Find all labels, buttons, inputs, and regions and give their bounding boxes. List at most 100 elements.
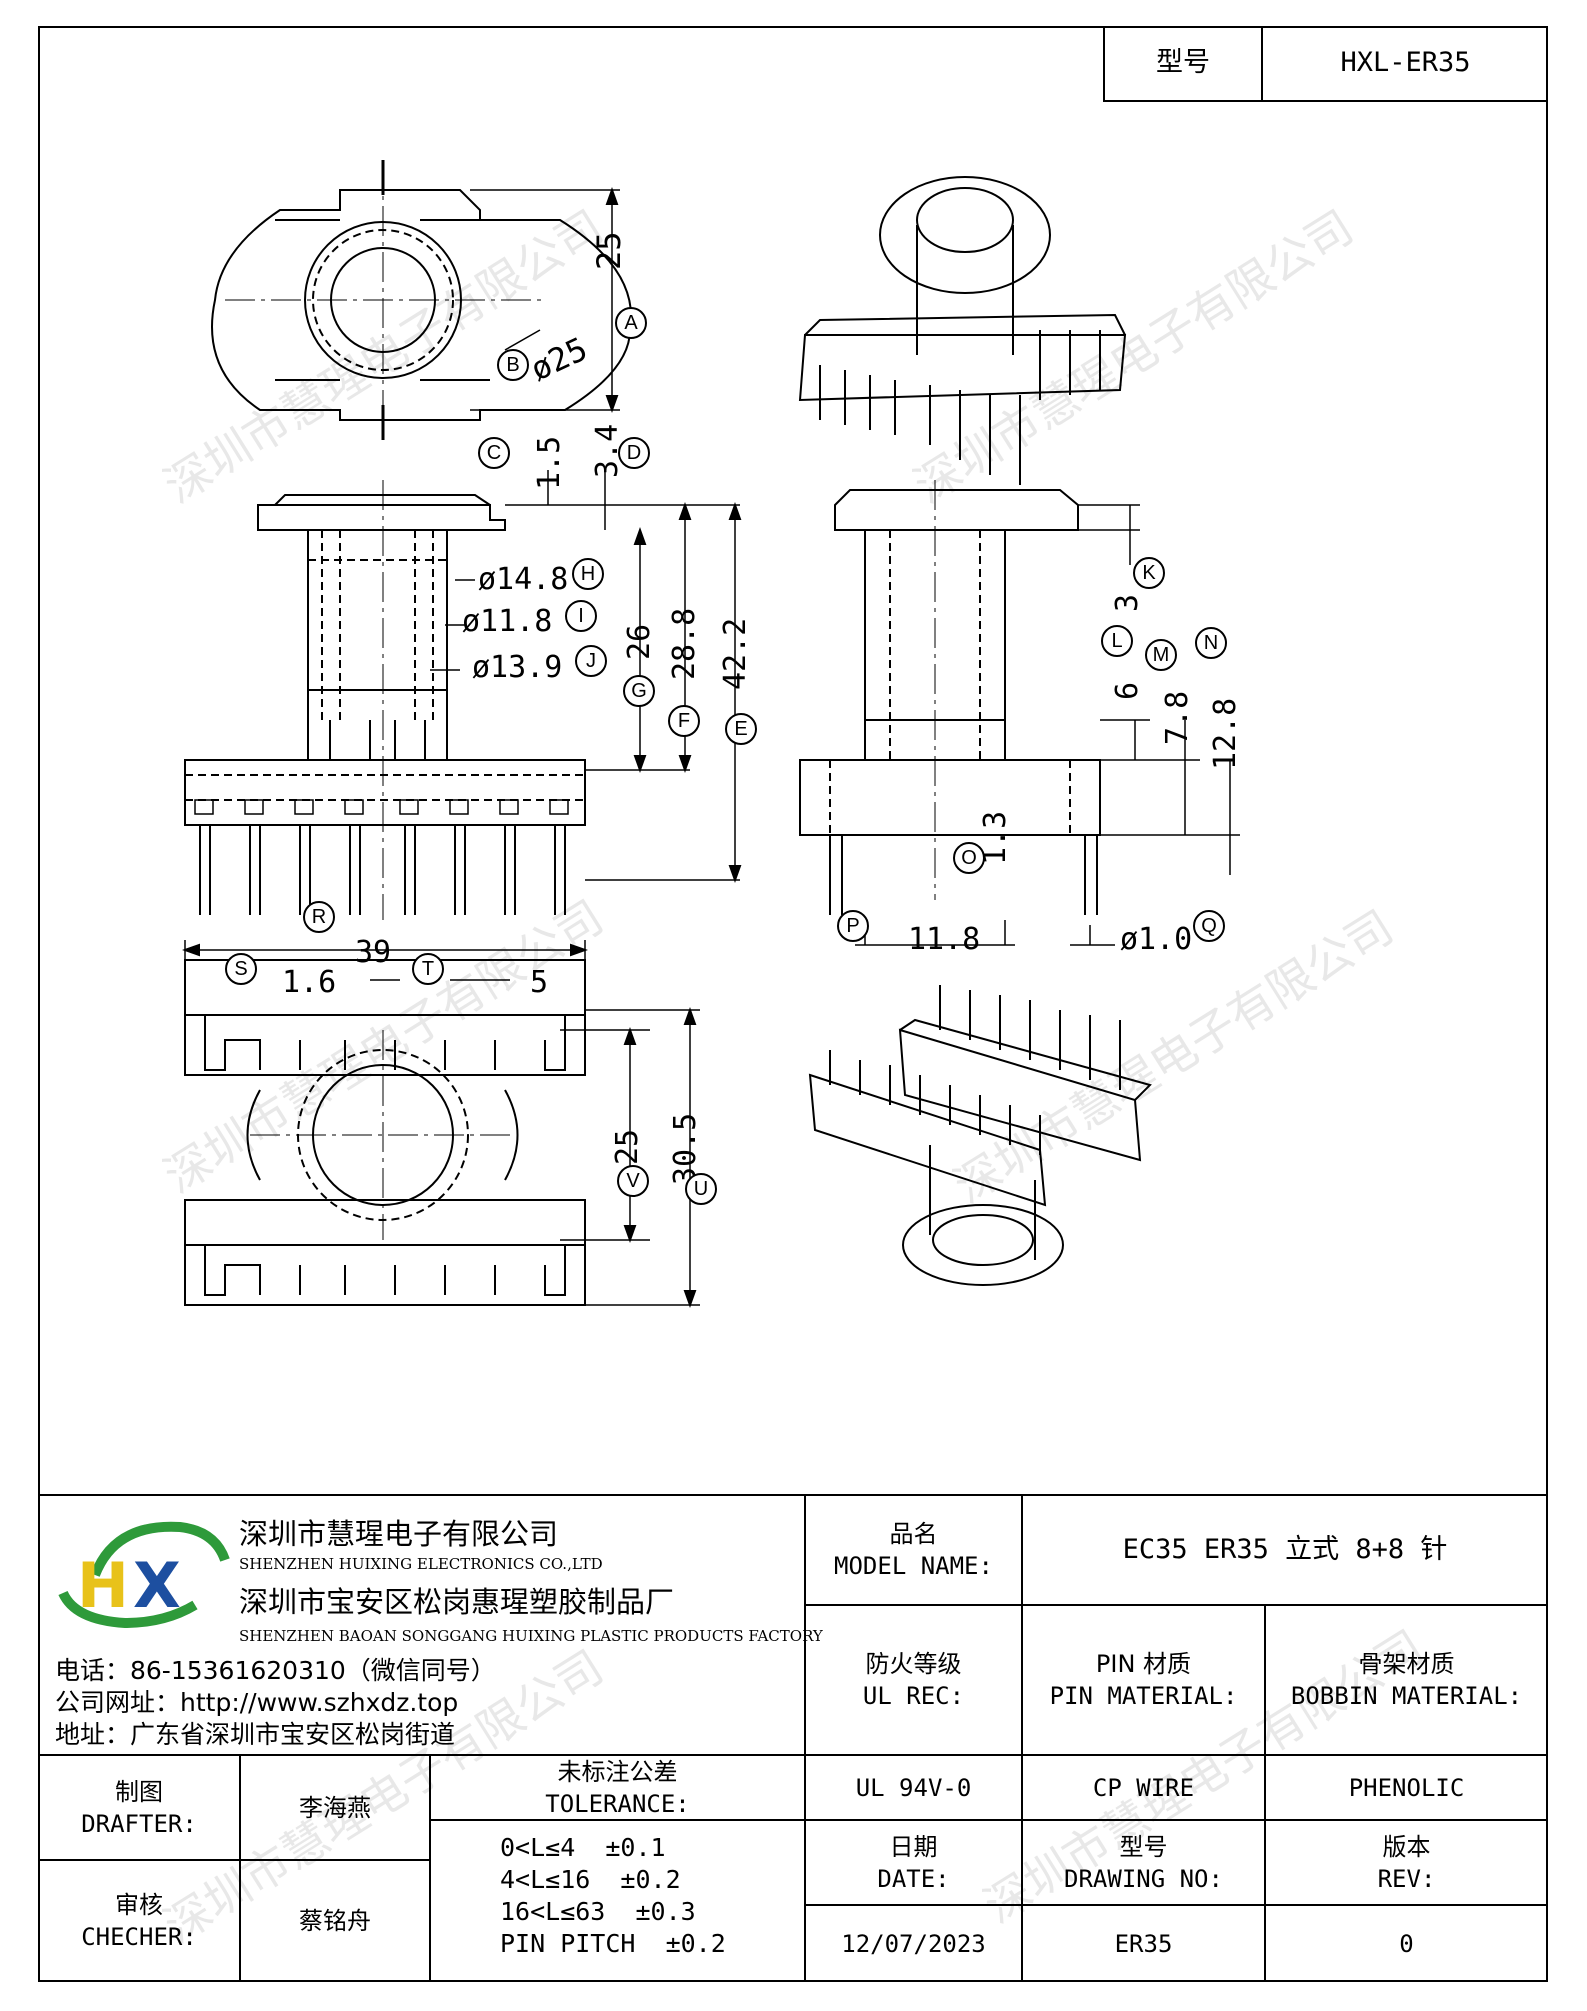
dimension-marker-q: Q — [1193, 910, 1225, 942]
dim-r-value: 39 — [355, 935, 392, 970]
iso-view-bottom — [808, 985, 1152, 1286]
dim-c-value: 1.5 — [532, 435, 567, 490]
bobbin-material-value: PHENOLIC — [1348, 1773, 1465, 1802]
company-phone: 电话：86-15361620310（微信同号） — [55, 1656, 496, 1685]
model-name-value: EC35 ER35 立式 8+8 针 — [1122, 1534, 1448, 1565]
svg-text:X: X — [133, 1549, 181, 1622]
dim-p-value: 11.8 — [908, 922, 981, 957]
dim-v-value: 25 — [610, 1128, 645, 1165]
dimension-marker-v: V — [617, 1165, 649, 1197]
svg-text:H: H — [77, 1549, 129, 1622]
fire-rating-value: UL 94V-0 — [855, 1773, 972, 1802]
factory-name-cn: 深圳市宝安区松岗惠瑆塑胶制品厂 — [239, 1585, 675, 1619]
fire-rating-header: 防火等级 UL REC: — [805, 1605, 1022, 1755]
dim-j-value: ø13.9 — [472, 650, 563, 685]
dimension-marker-l: L — [1101, 625, 1133, 657]
model-name-cn: 品名 — [889, 1520, 938, 1548]
dimension-marker-c: C — [478, 437, 510, 469]
top-view — [211, 160, 633, 440]
dim-t-value: 5 — [530, 965, 549, 1000]
drafter-cn: 制图 — [115, 1777, 163, 1806]
dim-k-value: 3 — [1110, 593, 1145, 612]
drawing-no-header: 型号 DRAWING NO: — [1022, 1820, 1265, 1905]
tolerance-row: 0<L≤4 ±0.1 — [500, 1833, 666, 1862]
dim-f-value: 28.8 — [667, 607, 702, 680]
technical-drawing — [182, 160, 1240, 1308]
dimension-marker-t: T — [412, 953, 444, 985]
bobbin-material-cn: 骨架材质 — [1358, 1650, 1455, 1678]
dim-q-value: ø1.0 — [1120, 922, 1193, 957]
dimension-marker-d: D — [618, 437, 650, 469]
bottom-view — [182, 940, 700, 1308]
dimension-marker-j: J — [575, 645, 607, 677]
company-info: H X 深圳市慧瑆电子有限公司 SHENZHEN HUIXING ELECTRO… — [55, 1495, 823, 1755]
fire-rating-cn: 防火等级 — [865, 1650, 962, 1678]
dimension-marker-m: M — [1145, 639, 1177, 671]
date-en: DATE: — [877, 1864, 950, 1893]
dimension-marker-h: H — [572, 558, 604, 590]
bobbin-material-en: BOBBIN MATERIAL: — [1290, 1682, 1523, 1710]
drafter-header: 制图 DRAFTER: — [38, 1755, 240, 1860]
dim-l-value: 6 — [1110, 681, 1145, 700]
tolerance-cn: 未标注公差 — [557, 1757, 678, 1786]
pin-material-cn: PIN 材质 — [1095, 1650, 1192, 1678]
checker-value: 蔡铭舟 — [299, 1907, 371, 1935]
dim-e-value: 42.2 — [718, 617, 753, 690]
dim-s-value: 1.6 — [282, 965, 337, 1000]
model-value: HXL-ER35 — [1261, 26, 1548, 102]
dim-i-value: ø11.8 — [462, 604, 553, 639]
tolerance-row: 16<L≤63 ±0.3 — [500, 1897, 696, 1926]
dimension-marker-s: S — [225, 953, 257, 985]
dimension-marker-k: K — [1133, 557, 1165, 589]
factory-name-en: SHENZHEN BAOAN SONGGANG HUIXING PLASTIC … — [239, 1627, 823, 1645]
drawing-no-cn: 型号 — [1119, 1832, 1168, 1861]
dimension-marker-u: U — [685, 1173, 717, 1205]
date-header: 日期 DATE: — [805, 1820, 1022, 1905]
drafter-en: DRAFTER: — [81, 1809, 197, 1838]
drawing-no-value: ER35 — [1114, 1929, 1173, 1958]
dimension-marker-o: O — [953, 842, 985, 874]
fire-rating-en: UL REC: — [862, 1682, 965, 1710]
model-name-en: MODEL NAME: — [834, 1552, 993, 1580]
dimension-marker-i: I — [565, 600, 597, 632]
dim-a-value: 25 — [590, 231, 628, 270]
pin-material-value: CP WIRE — [1092, 1773, 1195, 1802]
checker-en: CHECHER: — [81, 1923, 197, 1951]
company-name-cn: 深圳市慧瑆电子有限公司 — [239, 1517, 559, 1551]
tolerance-en: TOLERANCE: — [545, 1789, 690, 1818]
dimension-marker-b: B — [497, 349, 529, 381]
iso-view-top — [798, 176, 1127, 485]
revision-en: REV: — [1377, 1864, 1436, 1893]
dim-m-value: 7.8 — [1160, 690, 1195, 745]
dim-n-value: 12.8 — [1208, 697, 1243, 770]
drawing-no-en: DRAWING NO: — [1064, 1864, 1223, 1893]
dim-g-value: 26 — [622, 623, 657, 660]
model-label: 型号 — [1103, 26, 1261, 102]
company-website: 公司网址：http://www.szhxdz.top — [55, 1688, 459, 1717]
checker-header: 审核 CHECHER: — [38, 1860, 240, 1982]
dimension-marker-a: A — [615, 307, 647, 339]
company-address: 地址：广东省深圳市宝安区松岗街道 — [55, 1720, 456, 1749]
dimension-marker-p: P — [837, 910, 869, 942]
pin-material-header: PIN 材质 PIN MATERIAL: — [1022, 1605, 1265, 1755]
dimension-marker-r: R — [303, 901, 335, 933]
dimension-marker-f: F — [668, 705, 700, 737]
front-view — [184, 470, 742, 920]
dimension-marker-g: G — [623, 675, 655, 707]
tolerance-row: 4<L≤16 ±0.2 — [500, 1865, 681, 1894]
revision-cn: 版本 — [1382, 1832, 1431, 1861]
company-logo-icon: H X — [58, 1521, 230, 1629]
revision-header: 版本 REV: — [1265, 1820, 1548, 1905]
date-value: 12/07/2023 — [841, 1929, 986, 1958]
date-cn: 日期 — [889, 1832, 938, 1861]
checker-cn: 审核 — [115, 1891, 163, 1919]
dim-h-value: ø14.8 — [478, 562, 569, 597]
revision-value: 0 — [1399, 1929, 1414, 1958]
dimension-marker-e: E — [725, 713, 757, 745]
tolerance-header: 未标注公差 TOLERANCE: — [430, 1755, 805, 1820]
company-name-en: SHENZHEN HUIXING ELECTRONICS CO.,LTD — [239, 1555, 603, 1573]
drafter-value: 李海燕 — [299, 1793, 371, 1822]
drawing-frame — [38, 26, 1548, 1982]
model-name-header: 品名 MODEL NAME: — [805, 1495, 1022, 1605]
bobbin-material-header: 骨架材质 BOBBIN MATERIAL: — [1265, 1605, 1548, 1755]
